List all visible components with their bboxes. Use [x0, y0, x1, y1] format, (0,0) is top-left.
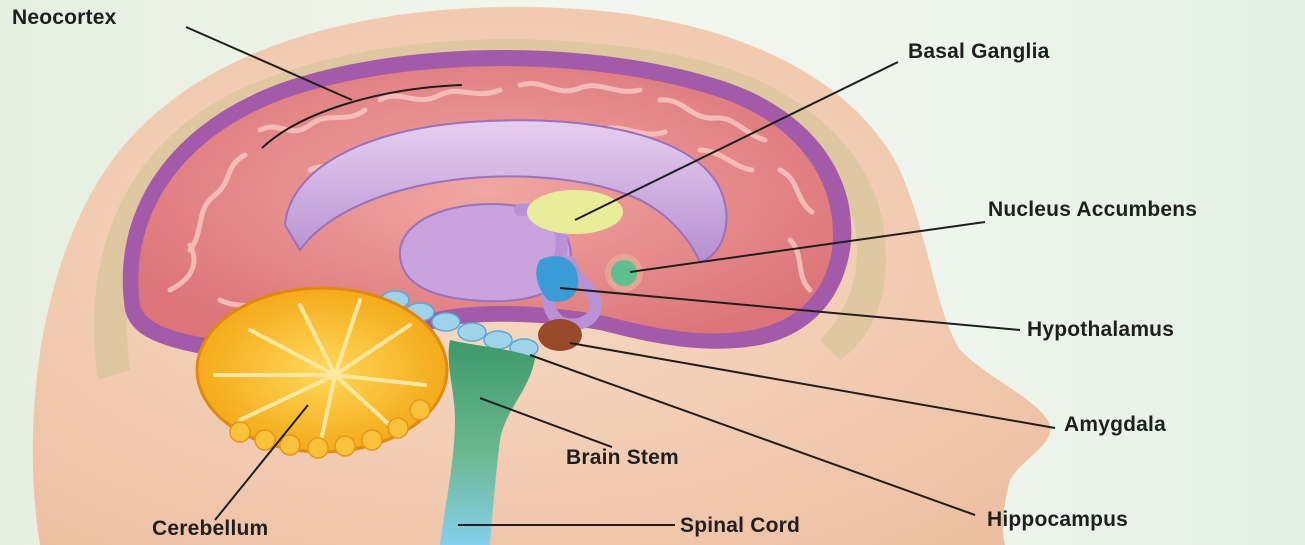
label-nucleus-accumbens: Nucleus Accumbens [988, 198, 1197, 222]
label-spinal-cord: Spinal Cord [680, 514, 800, 538]
label-cerebellum: Cerebellum [152, 517, 268, 541]
label-hypothalamus: Hypothalamus [1027, 318, 1174, 342]
basal-ganglia-region [527, 190, 623, 234]
label-neocortex: Neocortex [12, 6, 117, 30]
amygdala-region [538, 319, 582, 351]
label-brain-stem: Brain Stem [566, 446, 679, 470]
label-basal-ganglia: Basal Ganglia [908, 40, 1050, 64]
label-amygdala: Amygdala [1064, 413, 1166, 437]
nucleus-accumbens-region [608, 257, 640, 289]
label-hippocampus: Hippocampus [987, 508, 1128, 532]
